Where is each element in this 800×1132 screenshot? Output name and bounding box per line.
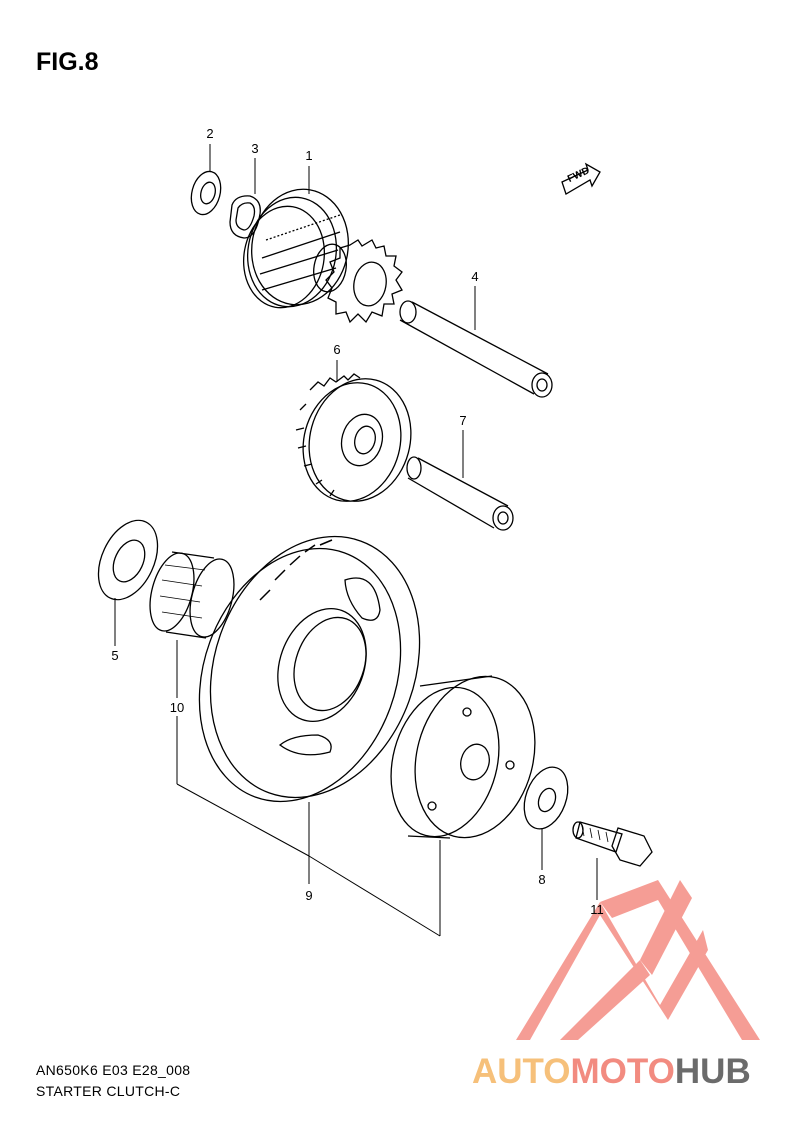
idle-gear-part-6 <box>295 373 412 502</box>
callout-8: 8 <box>538 872 546 887</box>
watermark-text: AUTOMOTOHUB <box>472 1052 751 1092</box>
watermark-logo <box>516 880 760 1040</box>
washer-part-8 <box>523 766 569 830</box>
callout-4: 4 <box>471 269 479 284</box>
needle-bearing-part-10 <box>149 551 235 639</box>
figure-title: FIG.8 <box>36 48 99 76</box>
callout-5: 5 <box>111 648 119 663</box>
fwd-arrow-icon <box>561 162 601 195</box>
washer-part-5 <box>97 519 159 601</box>
watermark-part-auto: AUTO <box>472 1052 571 1091</box>
driven-gear-part-9 <box>198 535 421 803</box>
callout-6: 6 <box>333 342 341 357</box>
model-code: AN650K6 E03 E28_008 <box>36 1062 191 1078</box>
spacer-part-3 <box>229 195 261 239</box>
starter-gear-part-1 <box>242 188 403 324</box>
watermark-part-moto: MOTO <box>570 1052 675 1091</box>
callout-2: 2 <box>206 126 214 141</box>
shaft-part-4 <box>399 300 553 398</box>
bolt-part-11 <box>572 821 653 867</box>
shaft-part-7 <box>406 456 514 531</box>
clutch-housing <box>390 675 536 839</box>
watermark-part-hub: HUB <box>674 1052 751 1091</box>
leader-lines <box>114 144 598 937</box>
callout-9: 9 <box>305 888 313 903</box>
callout-11: 11 <box>590 902 604 917</box>
callout-7: 7 <box>459 413 467 428</box>
diagram-name: STARTER CLUTCH-C <box>36 1083 181 1099</box>
callout-3: 3 <box>251 141 259 156</box>
callout-1: 1 <box>305 148 313 163</box>
callout-10: 10 <box>169 700 185 715</box>
washer-part-2 <box>190 170 222 216</box>
